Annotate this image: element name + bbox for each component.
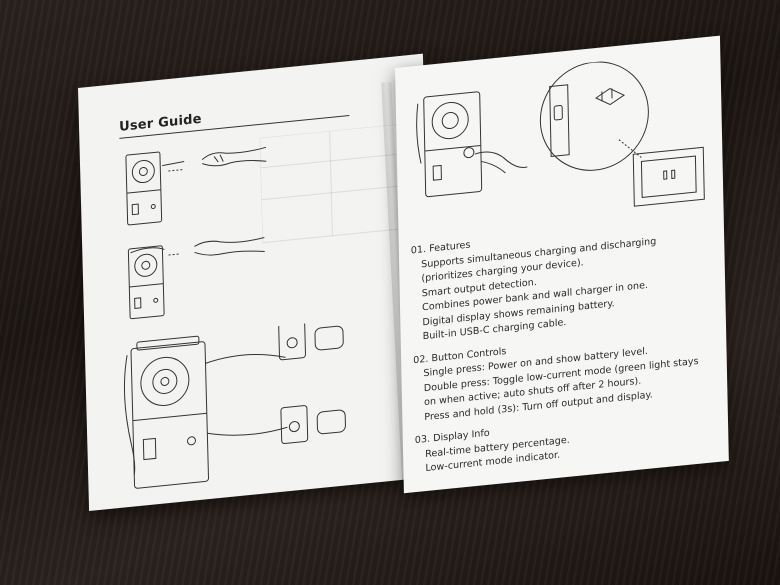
left-page: User Guide: [78, 53, 434, 512]
illustration-wall-outlet: [539, 61, 705, 207]
illustration-charging-devices: [123, 321, 346, 489]
illustration-button-press: [416, 91, 528, 198]
instructions-text: 01. Features Supports simultaneous charg…: [411, 215, 716, 478]
illustration-cable-insert: [125, 146, 267, 226]
right-page: 01. Features Supports simultaneous charg…: [395, 35, 729, 494]
illustration-cable-pull: [127, 237, 265, 320]
